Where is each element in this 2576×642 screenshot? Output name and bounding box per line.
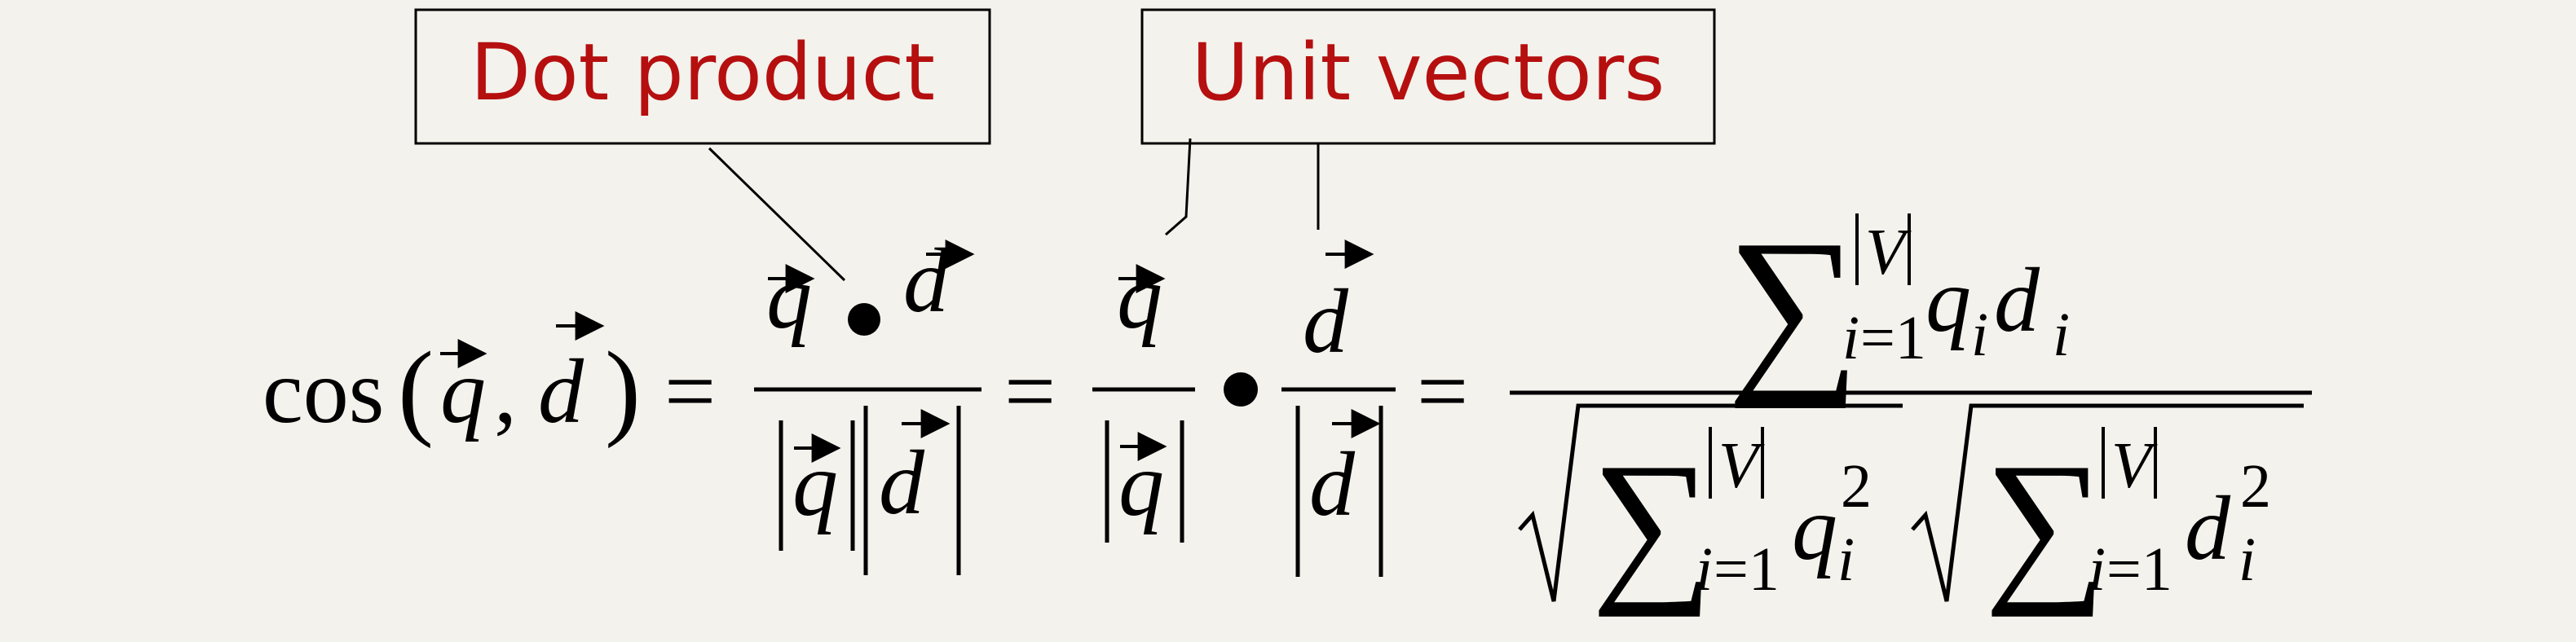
sqrt-q-radical <box>1518 403 1903 602</box>
unit-d-numerator: d <box>1303 271 1349 372</box>
dot-product-leader-line <box>708 147 846 282</box>
numerator-q-term: q <box>1925 250 1971 351</box>
unit-d-denominator: d <box>1309 434 1356 535</box>
equals-3: = <box>1417 341 1468 442</box>
summation-fraction: ∑ V i =1 q i d i ∑ V i =1 q 2 i ∑ V i =1… <box>1510 201 2312 618</box>
dot-operator <box>848 303 880 336</box>
q-lower-i: i <box>1696 535 1713 604</box>
left-paren: ( <box>398 329 434 449</box>
denominator-d: d <box>879 433 925 534</box>
numerator-d: d <box>903 231 950 332</box>
equals-1: = <box>664 341 716 442</box>
unit-vectors-leader-line-1 <box>1165 138 1192 236</box>
d-exponent: 2 <box>2240 452 2271 521</box>
unit-vector-product: q q d d <box>1092 240 1396 577</box>
sum-symbol-d: ∑ <box>1984 429 2106 618</box>
equals-2: = <box>1004 341 1056 442</box>
sqrt-d-radical <box>1911 403 2304 602</box>
unit-vectors-label: Unit vectors <box>1192 27 1665 118</box>
q-upper-V: V <box>1718 430 1765 502</box>
q-vector: q <box>440 341 486 442</box>
d-lower-i: i <box>2089 535 2106 604</box>
numerator-q-index: i <box>1971 301 1988 369</box>
q-lower-eq1: =1 <box>1714 535 1780 604</box>
numerator-d-index: i <box>2053 301 2070 369</box>
d-squared-term: d <box>2185 478 2231 579</box>
d-upper-V: V <box>2111 430 2158 502</box>
q-exponent: 2 <box>1841 452 1872 521</box>
d-lower-eq1: =1 <box>2106 535 2172 604</box>
d-vector: d <box>538 341 584 442</box>
cosine-lhs: cos ( q , d ) <box>262 311 641 449</box>
dot-product-callout-box <box>414 8 991 145</box>
numerator-lower-eq1: =1 <box>1860 304 1926 372</box>
q-squared-index: i <box>1837 525 1855 594</box>
numerator-d-term: d <box>1994 250 2040 351</box>
sum-symbol-numerator: ∑ <box>1727 201 1860 409</box>
unit-vectors-callout-box <box>1140 8 1716 145</box>
numerator-q: q <box>766 247 812 348</box>
cos-text: cos <box>262 341 384 442</box>
q-squared-term: q <box>1792 478 1837 579</box>
dot-product-fraction: q d q d <box>754 231 981 575</box>
right-paren: ) <box>605 329 641 449</box>
unit-vectors-callout: Unit vectors <box>1140 8 1716 145</box>
numerator-lower-i: i <box>1842 304 1859 372</box>
unit-q-denominator: q <box>1118 434 1164 535</box>
numerator-upper-V: V <box>1865 217 1912 288</box>
comma: , <box>494 341 517 442</box>
unit-dot-operator <box>1224 372 1258 407</box>
sum-symbol-q: ∑ <box>1591 429 1714 618</box>
d-squared-index: i <box>2239 525 2256 594</box>
dot-product-label: Dot product <box>470 27 935 118</box>
unit-q-numerator: q <box>1117 247 1162 348</box>
dot-product-callout: Dot product <box>414 8 991 145</box>
